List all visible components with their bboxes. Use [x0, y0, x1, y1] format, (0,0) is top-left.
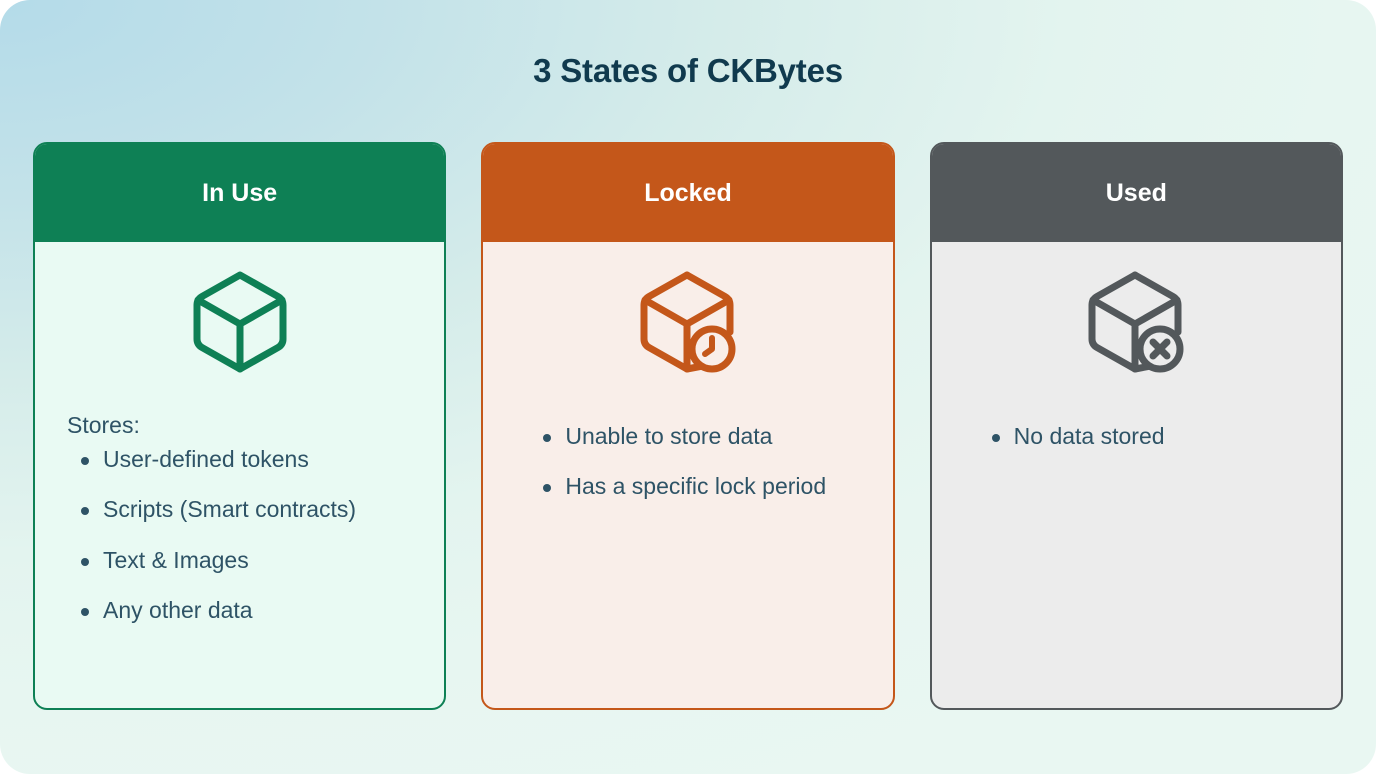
list-item: Has a specific lock period: [513, 473, 862, 499]
card-in-use-content: Stores: User-defined tokens Scripts (Sma…: [35, 402, 444, 648]
card-used-body: No data stored: [932, 242, 1341, 708]
card-in-use: In Use Stores: User-defined tokens Scrip…: [33, 142, 447, 710]
card-used-title: Used: [1105, 178, 1167, 207]
card-in-use-body: Stores: User-defined tokens Scripts (Sma…: [35, 242, 444, 708]
list-item: Scripts (Smart contracts): [65, 496, 414, 522]
card-used: Used No data stored: [929, 142, 1343, 710]
cube-icon: [35, 242, 444, 402]
card-locked-title: Locked: [644, 178, 732, 207]
list-item: Text & Images: [65, 547, 414, 573]
page-title: 3 States of CKBytes: [533, 52, 843, 89]
list-item: User-defined tokens: [65, 446, 414, 472]
card-locked-header: Locked: [483, 144, 893, 242]
stores-label: Stores:: [67, 412, 140, 438]
card-in-use-title: In Use: [202, 178, 278, 207]
card-locked-body: Unable to store data Has a specific lock…: [483, 242, 892, 708]
list-item: No data stored: [962, 423, 1311, 449]
cube-x-icon: [932, 242, 1341, 402]
cube-clock-icon: [483, 242, 892, 402]
card-used-bullet-list: No data stored: [962, 423, 1311, 449]
list-item: Unable to store data: [513, 423, 862, 449]
card-used-header: Used: [931, 144, 1341, 242]
card-locked: Locked Unable to store data: [481, 142, 895, 710]
list-item: Any other data: [65, 597, 414, 623]
card-locked-content: Unable to store data Has a specific lock…: [483, 402, 892, 525]
card-in-use-header: In Use: [35, 144, 445, 242]
card-used-content: No data stored: [932, 402, 1341, 474]
card-in-use-bullet-list: User-defined tokens Scripts (Smart contr…: [65, 446, 414, 623]
card-locked-bullet-list: Unable to store data Has a specific lock…: [513, 423, 862, 500]
state-cards-row: In Use Stores: User-defined tokens Scrip…: [33, 142, 1343, 710]
